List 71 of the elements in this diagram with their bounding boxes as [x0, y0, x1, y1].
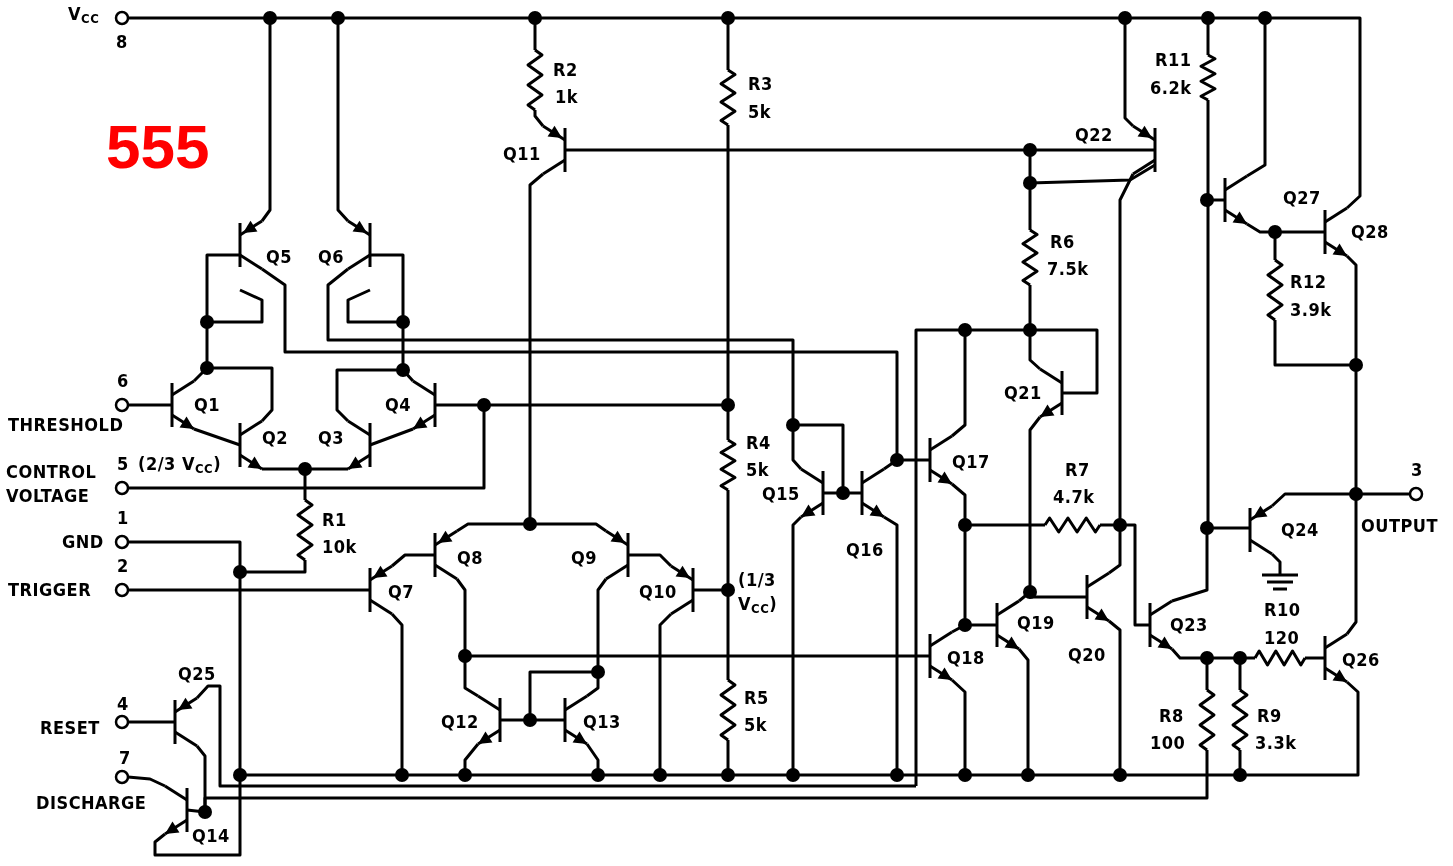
value-label: 1k — [555, 85, 579, 109]
pin-label: RESET — [40, 716, 100, 740]
pin-number: 5 — [117, 452, 129, 476]
component-label: Q20 — [1068, 643, 1106, 667]
component-label: Q6 — [318, 245, 345, 269]
component-label: Q9 — [571, 546, 598, 570]
component-label: Q16 — [846, 538, 884, 562]
component-label: Q5 — [266, 245, 293, 269]
value-label: 4.7k — [1053, 485, 1095, 509]
pin-number: 8 — [116, 30, 128, 54]
component-label: Q21 — [1004, 381, 1042, 405]
pin-label: V$_{CC}$ — [68, 2, 100, 28]
component-label: R7 — [1065, 458, 1090, 482]
value-label: 5k — [748, 100, 772, 124]
component-label: Q11 — [503, 142, 541, 166]
component-label: Q14 — [192, 824, 230, 848]
pin-label: OUTPUT — [1361, 514, 1439, 538]
value-label: 6.2k — [1150, 76, 1192, 100]
pin-label: DISCHARGE — [36, 791, 147, 815]
component-label: Q19 — [1017, 611, 1055, 635]
value-label: 5k — [746, 458, 770, 482]
component-label: R12 — [1290, 270, 1327, 294]
pin-label: CONTROL VOLTAGE — [6, 460, 98, 508]
voltage-note: (1/3 V$_{CC}$) — [738, 568, 779, 618]
component-label: Q28 — [1351, 220, 1389, 244]
component-label: R1 — [322, 508, 347, 532]
pin-number: 1 — [117, 506, 129, 530]
value-label: 10k — [322, 535, 357, 559]
value-label: 3.3k — [1255, 731, 1297, 755]
component-label: Q3 — [318, 426, 345, 450]
component-label: Q1 — [194, 393, 221, 417]
component-label: Q8 — [457, 546, 484, 570]
component-label: R4 — [746, 431, 771, 455]
value-label: 100 — [1150, 731, 1186, 755]
component-label: Q4 — [385, 393, 412, 417]
component-label: Q15 — [762, 482, 800, 506]
component-label: Q10 — [639, 580, 677, 604]
component-label: Q23 — [1170, 613, 1208, 637]
component-label: Q7 — [388, 580, 415, 604]
pin-number: 6 — [117, 369, 129, 393]
value-label: 7.5k — [1047, 257, 1089, 281]
component-label: Q24 — [1281, 518, 1319, 542]
component-label: R8 — [1159, 704, 1184, 728]
component-label: Q18 — [947, 646, 985, 670]
component-label: R10 — [1264, 598, 1301, 622]
component-label: R3 — [748, 72, 773, 96]
pin-number: 3 — [1411, 458, 1423, 482]
component-label: R9 — [1257, 704, 1282, 728]
component-label: Q13 — [583, 710, 621, 734]
voltage-note: (2/3 V$_{CC}$) — [138, 452, 222, 478]
component-label: Q17 — [952, 450, 990, 474]
value-label: 3.9k — [1290, 298, 1332, 322]
pin-number: 2 — [117, 554, 129, 578]
pin-number: 7 — [119, 746, 131, 770]
component-label: R2 — [553, 58, 578, 82]
component-label: Q27 — [1283, 186, 1321, 210]
value-label: 120 — [1264, 626, 1300, 650]
component-label: Q22 — [1075, 123, 1113, 147]
component-label: R6 — [1050, 230, 1075, 254]
title: 555 — [106, 112, 210, 182]
component-label: Q2 — [262, 426, 289, 450]
component-label: Q25 — [178, 662, 216, 686]
value-label: 5k — [744, 713, 768, 737]
component-label: R5 — [744, 686, 769, 710]
pin-label: TRIGGER — [8, 578, 92, 602]
component-label: Q26 — [1342, 648, 1380, 672]
pin-label: THRESHOLD — [8, 413, 124, 437]
component-label: R11 — [1155, 48, 1192, 72]
pin-label: GND — [62, 530, 104, 554]
component-label: Q12 — [441, 710, 479, 734]
pin-number: 4 — [117, 692, 129, 716]
